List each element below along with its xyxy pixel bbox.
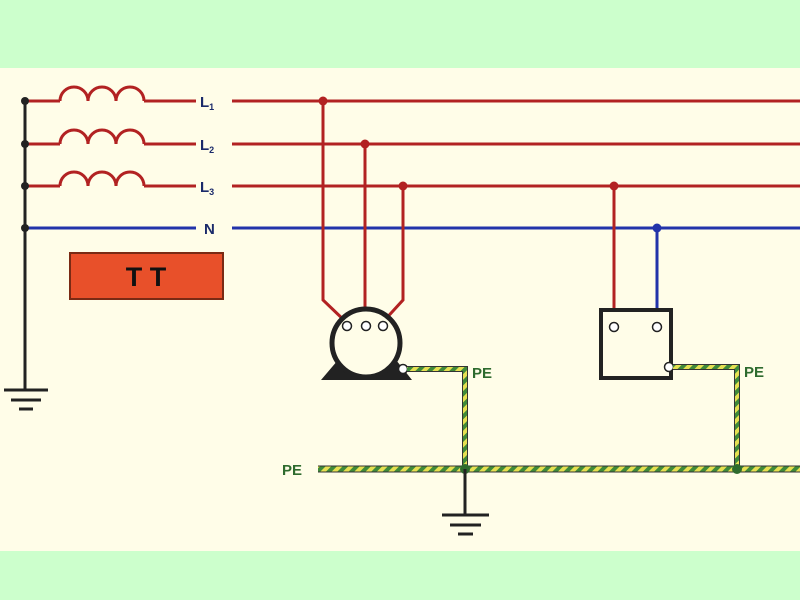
pe-label-motor: PE bbox=[472, 365, 492, 382]
motor-pe-conductor bbox=[407, 366, 468, 469]
label-l3: L3 bbox=[200, 179, 214, 197]
transformer-winding-icon bbox=[25, 85, 196, 188]
system-type-label: T T bbox=[126, 262, 167, 292]
label-l1: L1 bbox=[200, 94, 214, 112]
pe-bus-junction-box bbox=[732, 464, 742, 474]
installation-ground-symbol-icon bbox=[442, 513, 489, 536]
box-neutral-junction bbox=[652, 223, 662, 233]
source-ground-symbol-icon bbox=[4, 388, 48, 411]
pe-label-box: PE bbox=[744, 364, 764, 381]
box-pe-conductor bbox=[673, 364, 740, 469]
label-l2: L2 bbox=[200, 137, 214, 155]
label-n: N bbox=[204, 221, 215, 238]
source-junctions bbox=[21, 97, 29, 232]
equipment-box-icon bbox=[599, 308, 675, 380]
pe-label-bus: PE bbox=[282, 462, 302, 479]
motor-icon bbox=[321, 306, 412, 380]
motor-tap-junctions bbox=[318, 96, 408, 191]
box-phase-junction bbox=[609, 181, 619, 191]
system-type-box bbox=[69, 252, 224, 300]
diagram-panel bbox=[0, 68, 800, 551]
